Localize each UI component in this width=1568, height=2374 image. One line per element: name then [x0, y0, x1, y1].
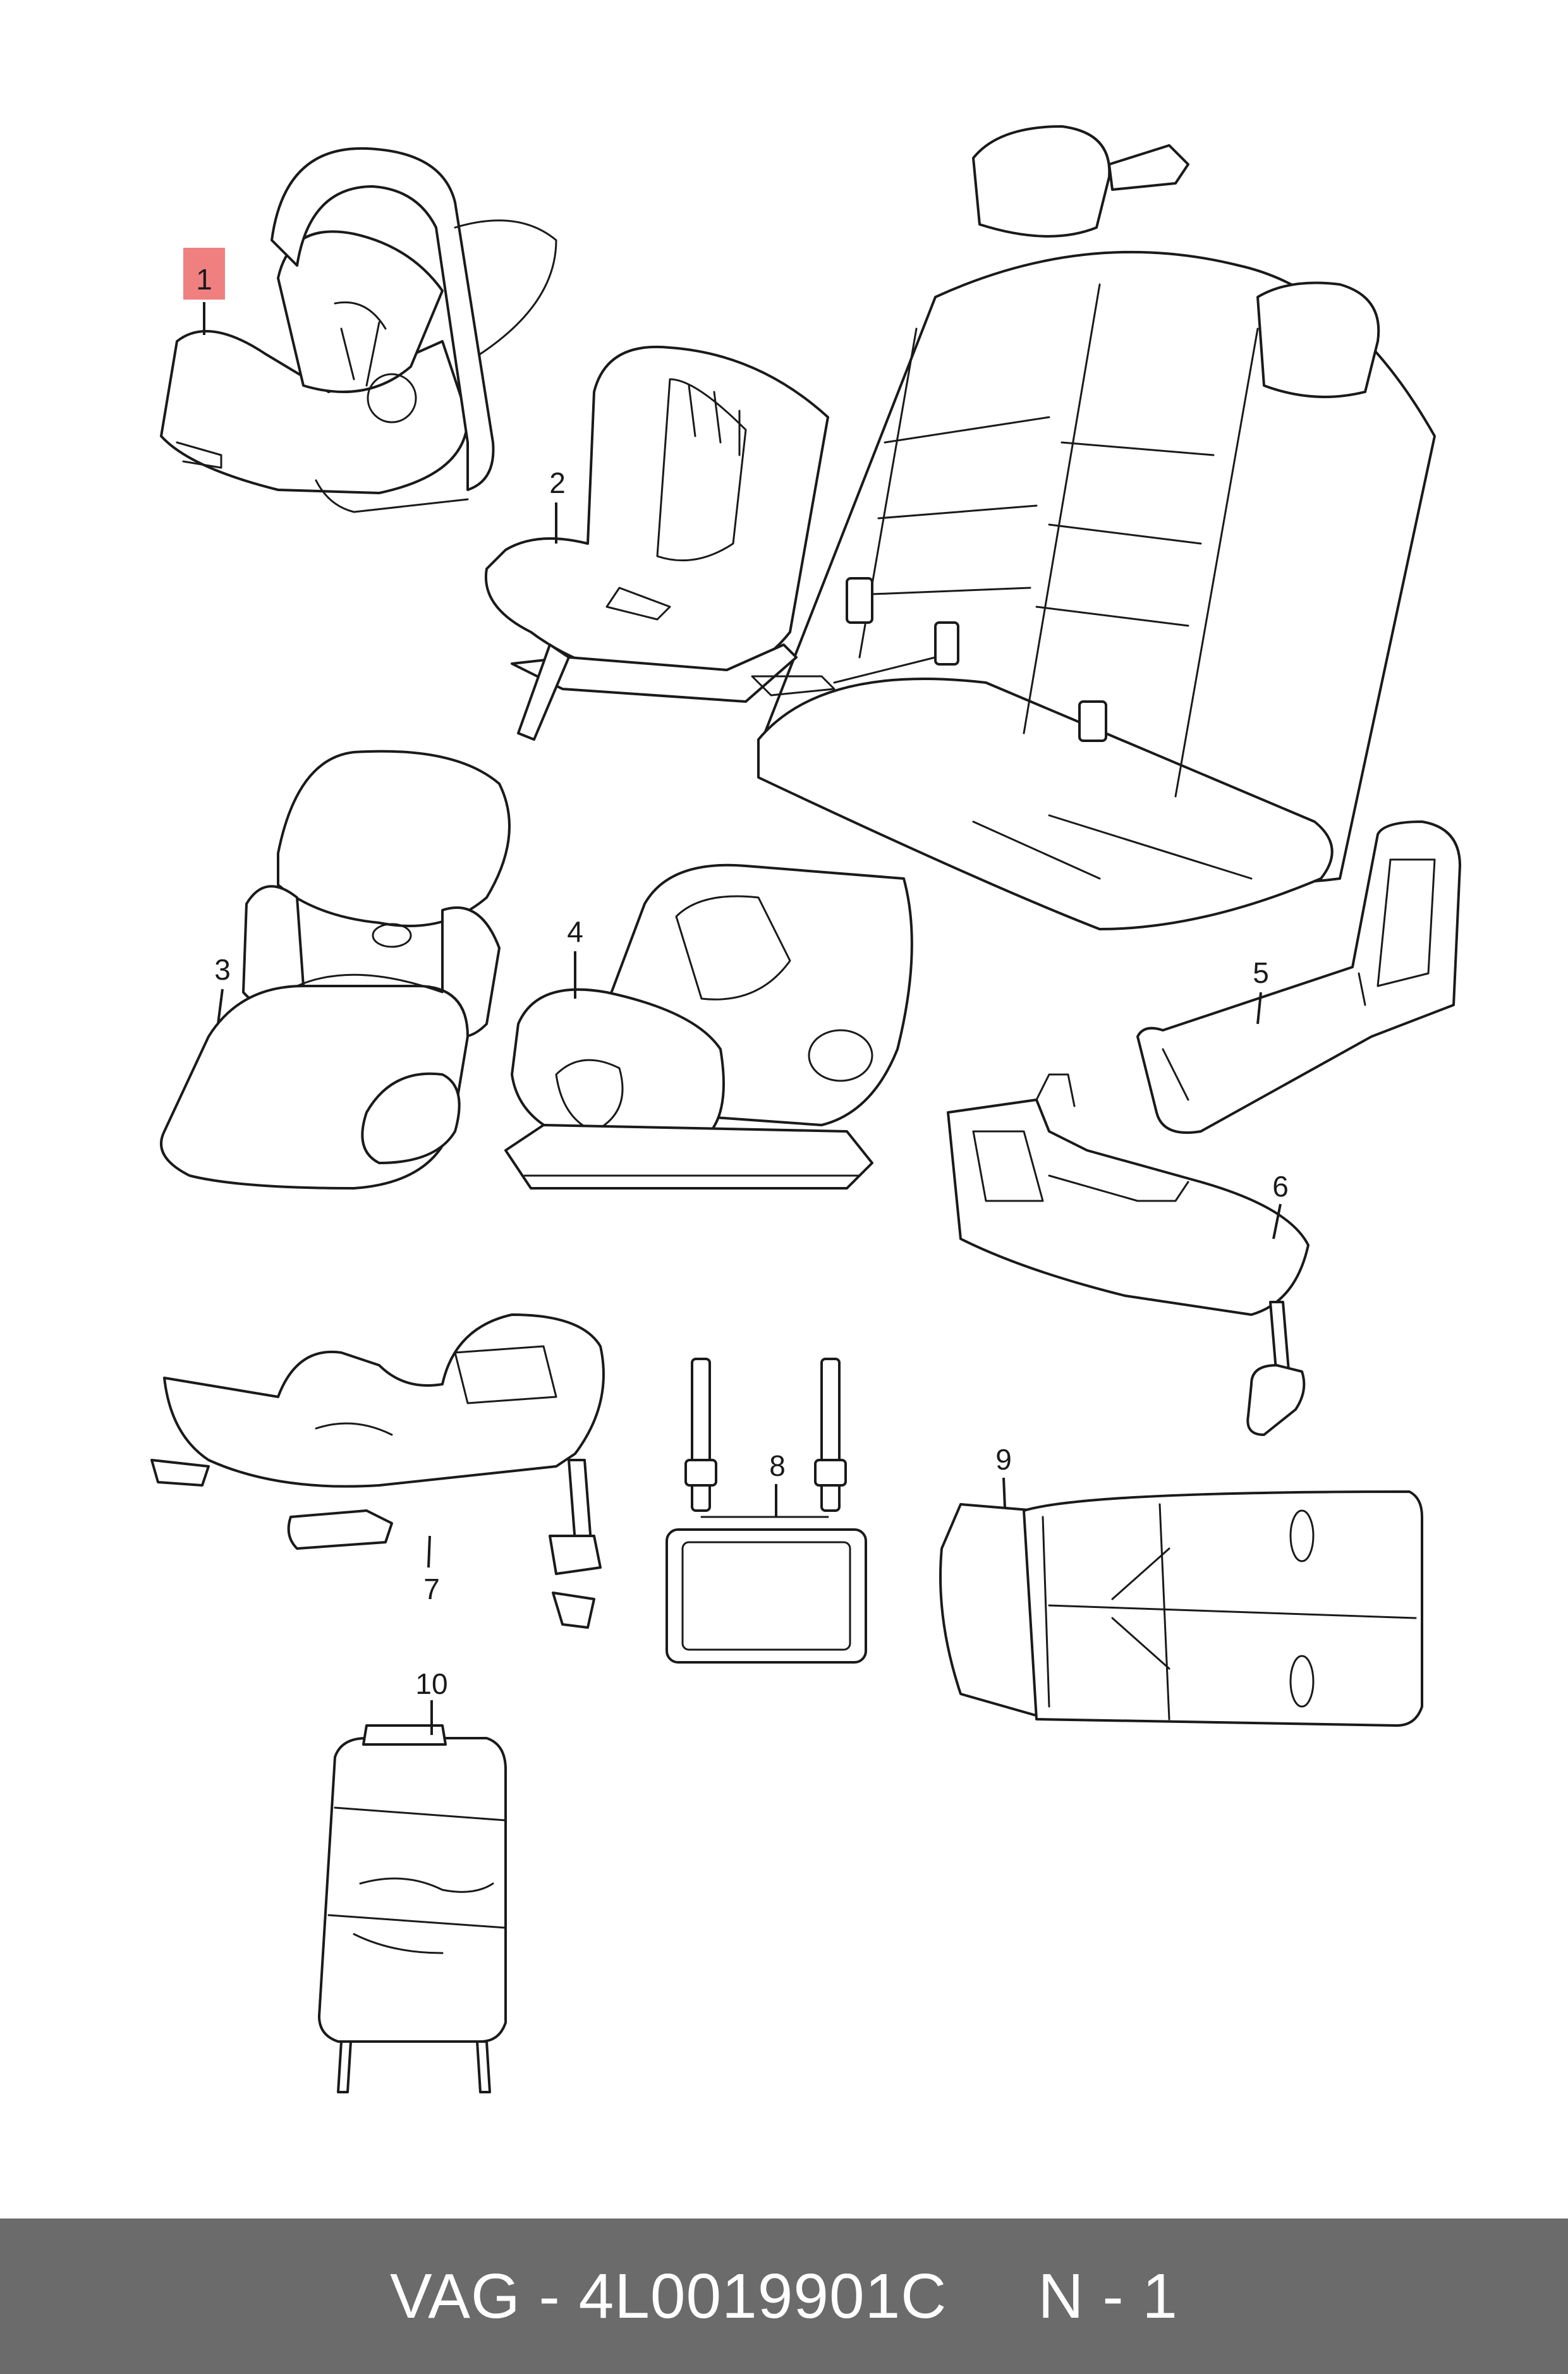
- footer-bar: VAG - 4L0019901C N - 1: [0, 2219, 1568, 2374]
- leader-lines: [203, 302, 1282, 1735]
- high-back-booster-seat: [160, 750, 511, 1190]
- footer-brand: VAG: [389, 2260, 521, 2332]
- callout-6: 6: [1272, 1170, 1289, 1203]
- isofix-base: [947, 1073, 1310, 1436]
- footrest: [1136, 820, 1461, 1134]
- callout-7: 7: [423, 1573, 440, 1605]
- callout-9: 9: [995, 1443, 1012, 1476]
- toddler-child-seat: [484, 345, 937, 741]
- rotating-child-seat: [504, 863, 913, 1190]
- callout-3: 3: [214, 953, 231, 986]
- callout-4: 4: [567, 915, 583, 948]
- footer-separator: -: [538, 2260, 561, 2332]
- footer-part-number: 4L0019901C: [578, 2260, 947, 2332]
- callout-2: 2: [549, 466, 566, 499]
- parts-diagram: 1 2 3 4 5 6 7 8 9 10: [150, 125, 1461, 2093]
- callout-1-highlight: [183, 248, 225, 300]
- footer-text: VAG - 4L0019901C N - 1: [390, 2260, 1178, 2333]
- baby-mirror: [665, 1358, 867, 1664]
- callout-1: 1: [196, 263, 212, 296]
- infant-carrier: [160, 147, 557, 513]
- seat-protector-mat: [939, 1490, 1423, 1727]
- callout-5: 5: [1253, 956, 1269, 989]
- carrier-base: [150, 1313, 605, 1629]
- seat-back-organizer: [318, 1724, 507, 2093]
- callout-10: 10: [415, 1667, 447, 1700]
- footer-note: N - 1: [1038, 2260, 1179, 2332]
- rear-bench-seat: [757, 125, 1436, 930]
- callout-8: 8: [769, 1449, 786, 1482]
